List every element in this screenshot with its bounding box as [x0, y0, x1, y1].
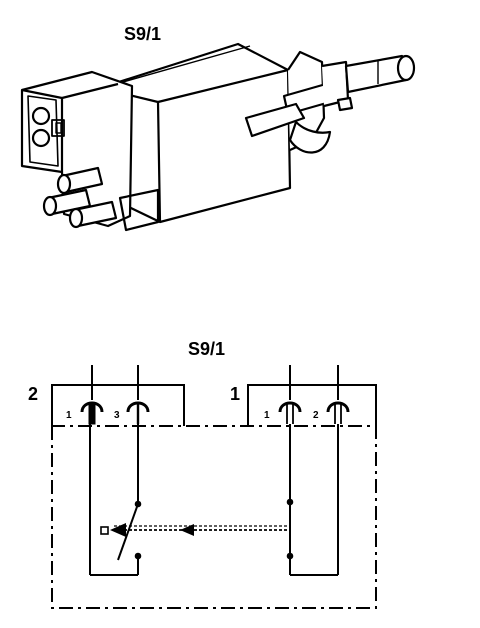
connector-2-box	[51, 384, 185, 426]
mechanical-linkage	[110, 523, 290, 537]
connector-2-pin-label: 1	[66, 410, 72, 421]
left-switch-contact	[89, 424, 142, 576]
connector-2-terminals	[80, 365, 150, 425]
connector-2-number: 2	[28, 384, 38, 404]
connector-1-pin-label: 2	[313, 410, 319, 421]
connector-1-number: 1	[230, 384, 240, 404]
housing-outline	[51, 425, 377, 609]
connector-1-box	[247, 384, 377, 426]
schematic-label: S9/1	[188, 339, 225, 359]
right-switch-contact	[286, 424, 339, 576]
connector-2-pin-label: 3	[114, 410, 120, 421]
component-label: S9/1	[124, 24, 161, 44]
switch-component-drawing	[20, 42, 416, 232]
connector-1-terminals	[278, 365, 350, 424]
connector-1-pin-label: 1	[264, 410, 270, 421]
